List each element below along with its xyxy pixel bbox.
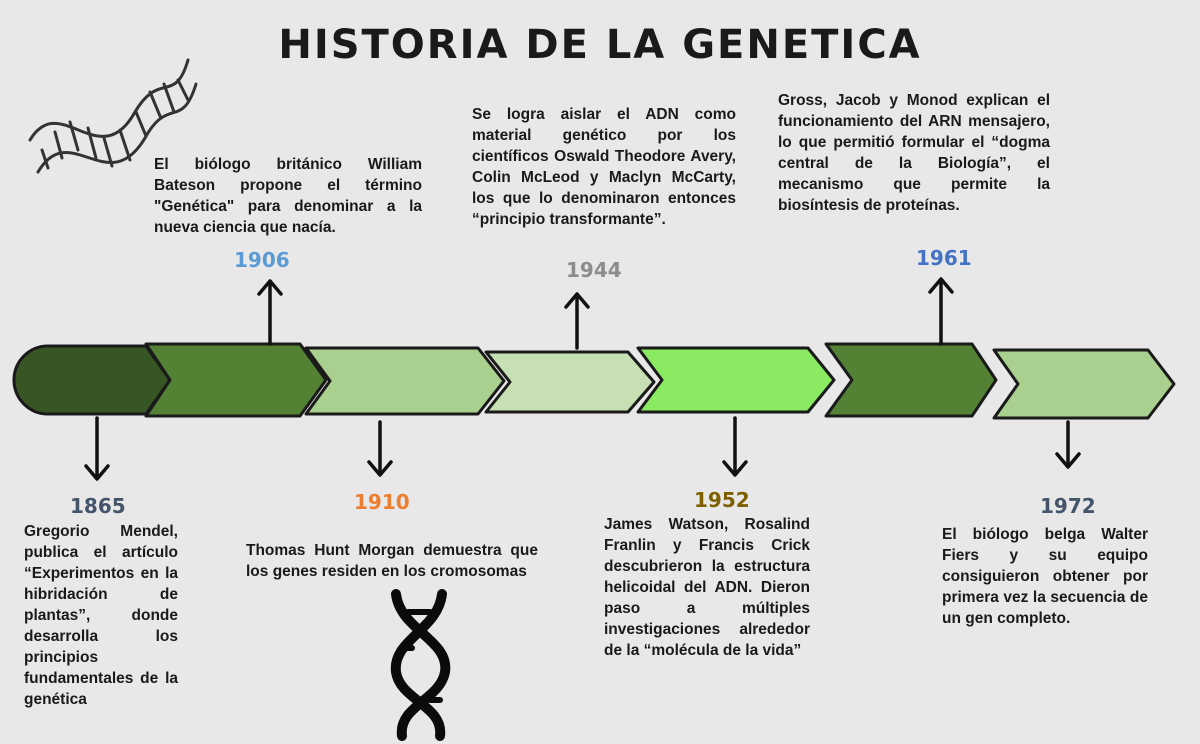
year-1961: 1961: [916, 246, 972, 270]
timeline-segment-4: [484, 350, 656, 414]
timeline-segment-6: [824, 342, 998, 418]
year-1906: 1906: [234, 248, 290, 272]
timeline-segment-5: [636, 346, 836, 414]
year-1865: 1865: [70, 494, 126, 518]
timeline-segment-7: [992, 348, 1176, 420]
timeline-segment-2: [144, 342, 328, 418]
event-1944-text: Se logra aislar el ADN como material gen…: [472, 106, 736, 228]
event-1865-text: Gregorio Mendel, publica el artículo “Ex…: [24, 523, 178, 708]
arrow-up-1944: [564, 292, 590, 350]
page-title: Historia de la genetica: [278, 22, 922, 68]
timeline-bar: [12, 342, 1176, 420]
dna-strand-icon: [390, 589, 451, 741]
event-1910-text: Thomas Hunt Morgan demuestra que los gen…: [246, 542, 538, 580]
arrow-down-1865: [84, 416, 110, 481]
arrow-up-1961: [928, 277, 954, 346]
arrow-up-1906: [257, 279, 283, 346]
arrow-down-1972: [1055, 420, 1081, 469]
timeline-segment-3: [304, 346, 506, 416]
year-1952: 1952: [694, 488, 750, 512]
timeline-segment-1: [12, 344, 172, 416]
arrow-down-1910: [367, 420, 393, 477]
year-1910: 1910: [354, 490, 410, 514]
year-1944: 1944: [566, 258, 622, 282]
arrow-down-1952: [722, 416, 748, 477]
year-1972: 1972: [1040, 494, 1096, 518]
event-1961-text: Gross, Jacob y Monod explican el funcion…: [778, 92, 1050, 214]
event-1972-text: El biólogo belga Walter Fiers y su equip…: [942, 526, 1148, 627]
event-1906-text: El biólogo británico William Bateson pro…: [154, 156, 422, 236]
event-1952-text: James Watson, Rosalind Franlin y Francis…: [604, 516, 810, 659]
dna-helix-icon: [28, 58, 198, 174]
